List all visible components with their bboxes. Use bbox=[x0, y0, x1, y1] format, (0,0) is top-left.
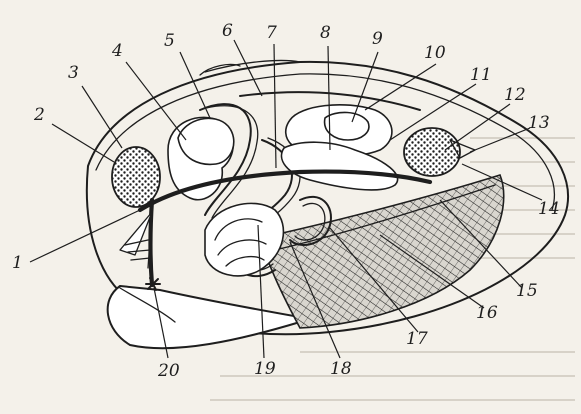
label-12: 12 bbox=[504, 85, 526, 105]
label-18: 18 bbox=[330, 359, 352, 379]
label-7: 7 bbox=[266, 23, 277, 43]
label-3: 3 bbox=[68, 63, 79, 83]
label-16: 16 bbox=[476, 303, 498, 323]
anterior-adductor-muscle bbox=[112, 147, 160, 207]
label-19: 19 bbox=[254, 359, 276, 379]
mantle-lobe bbox=[108, 286, 305, 348]
label-15: 15 bbox=[516, 281, 538, 301]
label-1: 1 bbox=[12, 253, 23, 273]
label-10: 10 bbox=[424, 43, 446, 63]
label-2: 2 bbox=[33, 105, 45, 125]
label-8: 8 bbox=[320, 23, 331, 43]
label-11: 11 bbox=[470, 65, 492, 85]
siphon bbox=[120, 212, 152, 268]
label-4: 4 bbox=[111, 41, 123, 61]
label-14: 14 bbox=[538, 199, 560, 219]
label-13: 13 bbox=[528, 113, 550, 133]
label-17: 17 bbox=[406, 329, 428, 349]
label-9: 9 bbox=[372, 29, 383, 49]
gill bbox=[260, 175, 504, 328]
label-6: 6 bbox=[222, 21, 233, 41]
label-20: 20 bbox=[157, 361, 180, 381]
posterior-adductor-muscle bbox=[404, 128, 460, 176]
label-5: 5 bbox=[164, 31, 175, 51]
